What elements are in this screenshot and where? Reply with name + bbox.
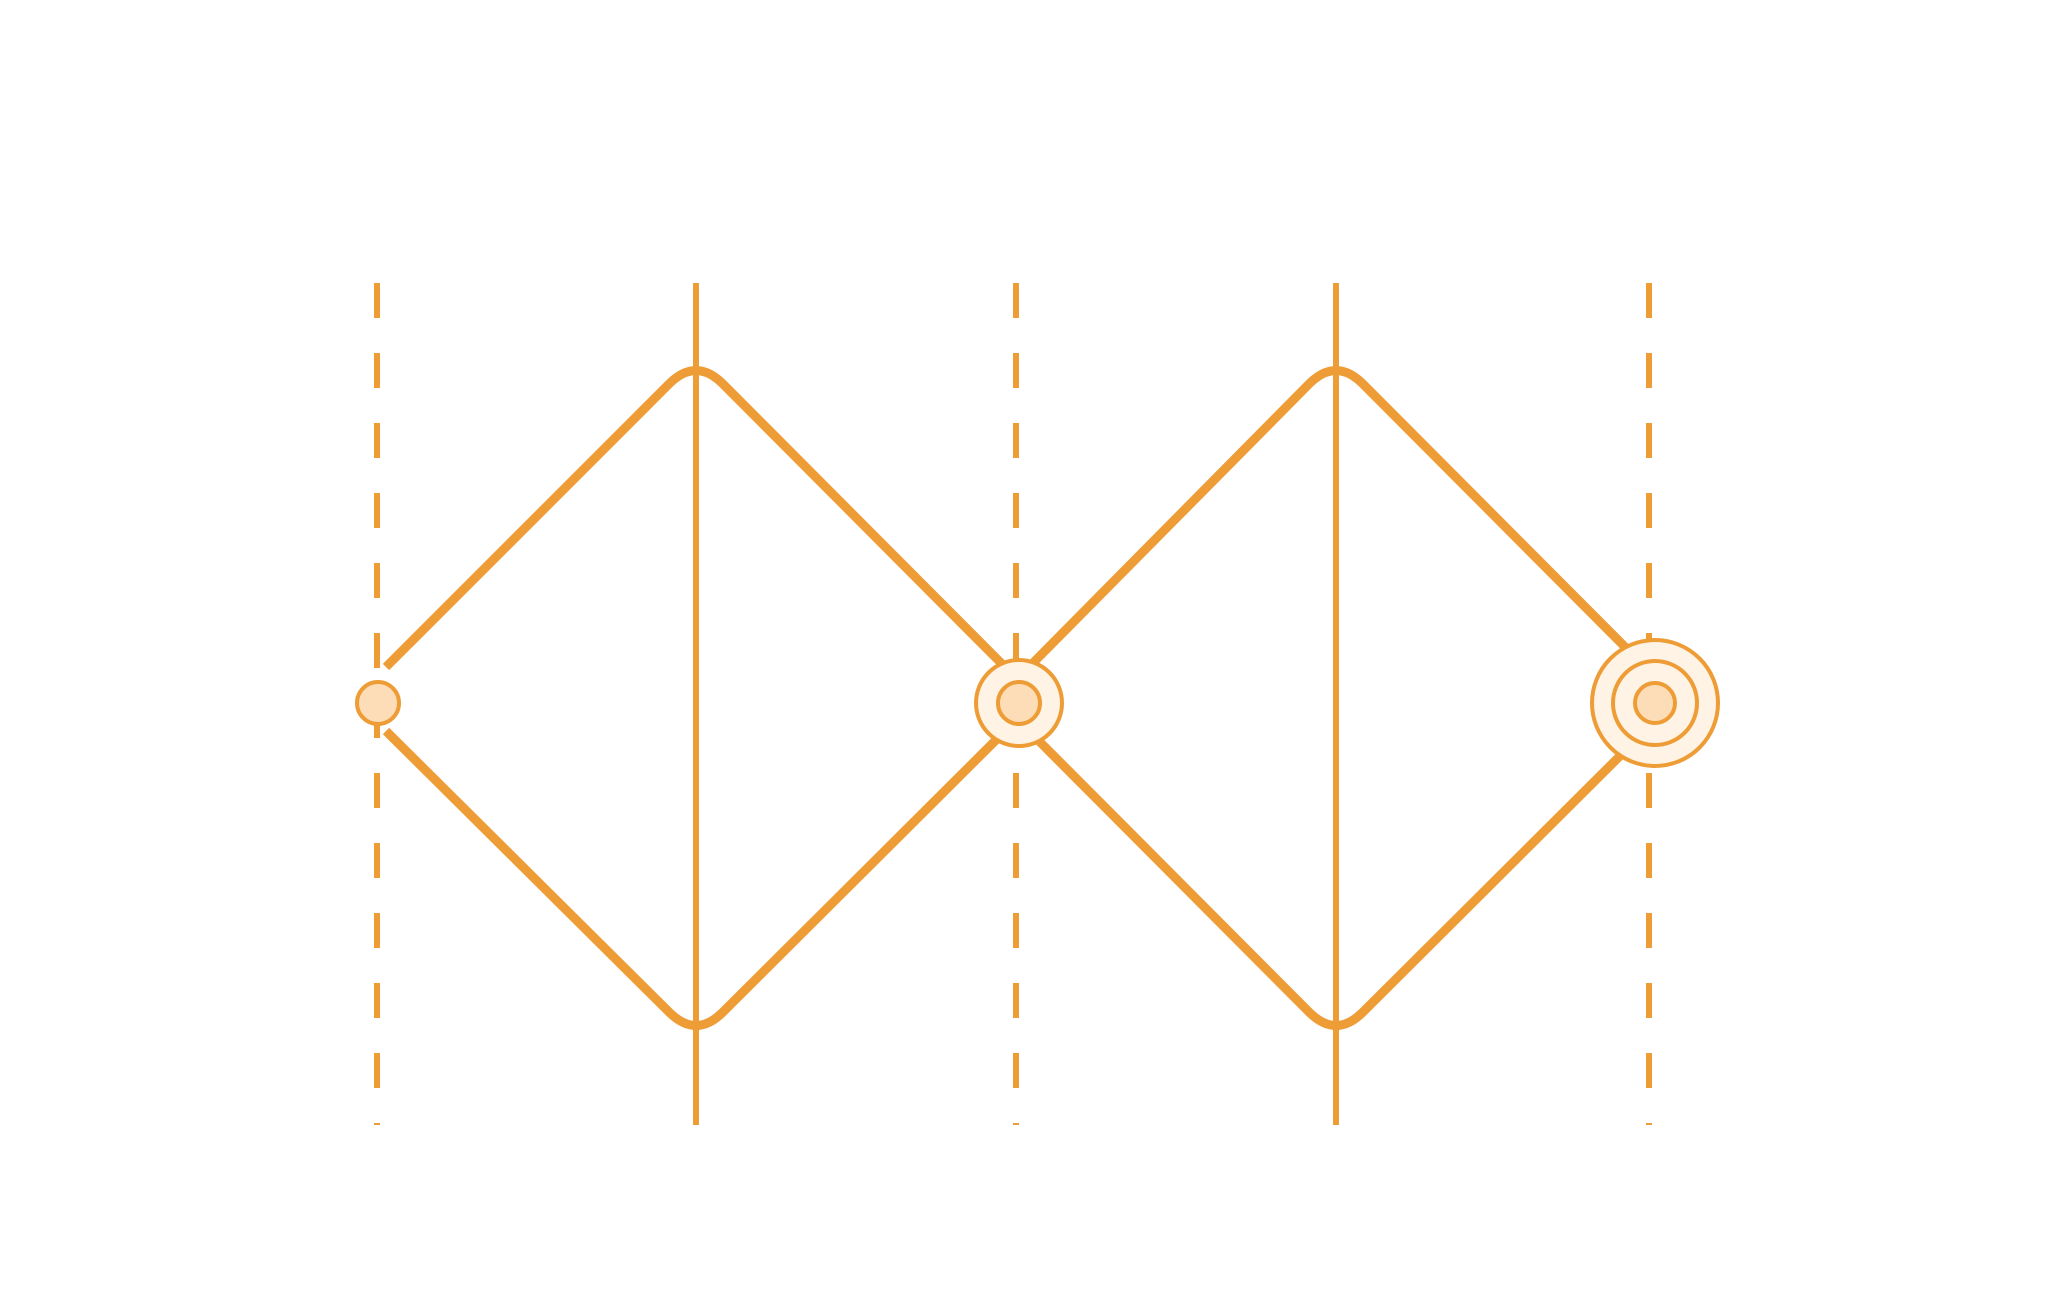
triple-ring-node xyxy=(1590,638,1720,768)
junction-nodes xyxy=(355,638,1720,768)
single-ring-node xyxy=(355,680,401,726)
double-ring-node xyxy=(974,658,1064,748)
